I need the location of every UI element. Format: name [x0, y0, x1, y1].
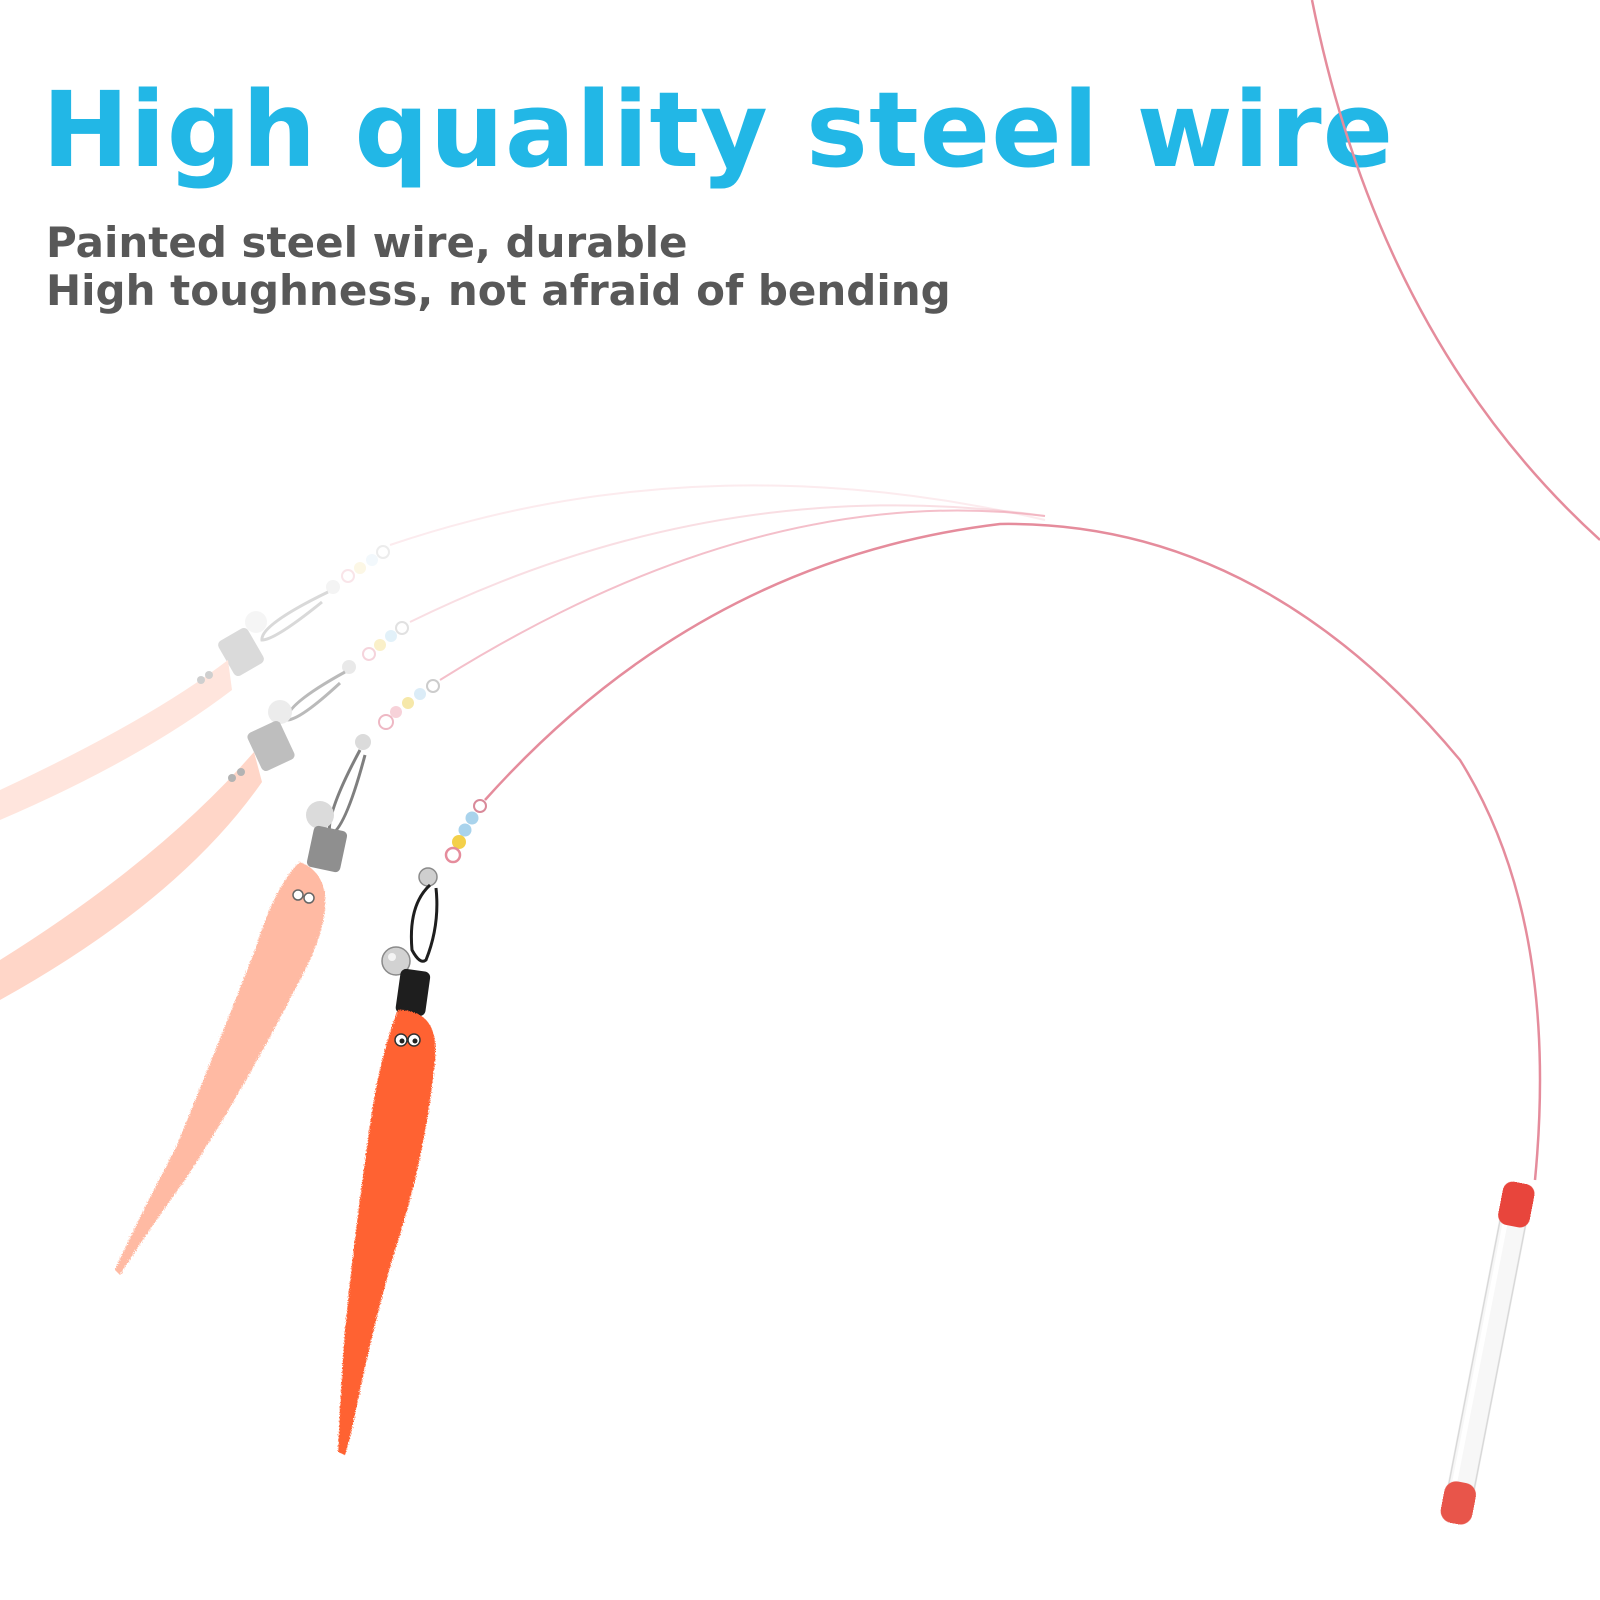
bead	[444, 846, 462, 864]
handle-cap-top	[1498, 1181, 1535, 1228]
plush-worm	[338, 1010, 436, 1455]
motion-ghost-3	[115, 509, 1046, 1275]
cat-teaser-wand	[338, 522, 1542, 1525]
motion-ghost-2	[0, 504, 1046, 1000]
handle-cap-bottom	[1440, 1481, 1476, 1525]
bead	[458, 823, 472, 837]
bead	[465, 811, 479, 825]
subtitle-line-1: Painted steel wire, durable	[46, 218, 688, 267]
bead	[452, 835, 466, 849]
motion-ghost-1	[0, 484, 1046, 820]
wire-upper-right	[1310, 0, 1600, 541]
subtitle-line-2: High toughness, not afraid of bending	[46, 266, 951, 315]
bell-small	[418, 867, 438, 887]
worm-cap	[395, 968, 431, 1017]
wand-handle	[1440, 1181, 1535, 1525]
steel-wire	[484, 522, 1542, 1181]
bell	[381, 946, 411, 976]
headline: High quality steel wire	[42, 69, 1395, 191]
cord-loop	[409, 883, 439, 963]
bead	[473, 799, 487, 813]
